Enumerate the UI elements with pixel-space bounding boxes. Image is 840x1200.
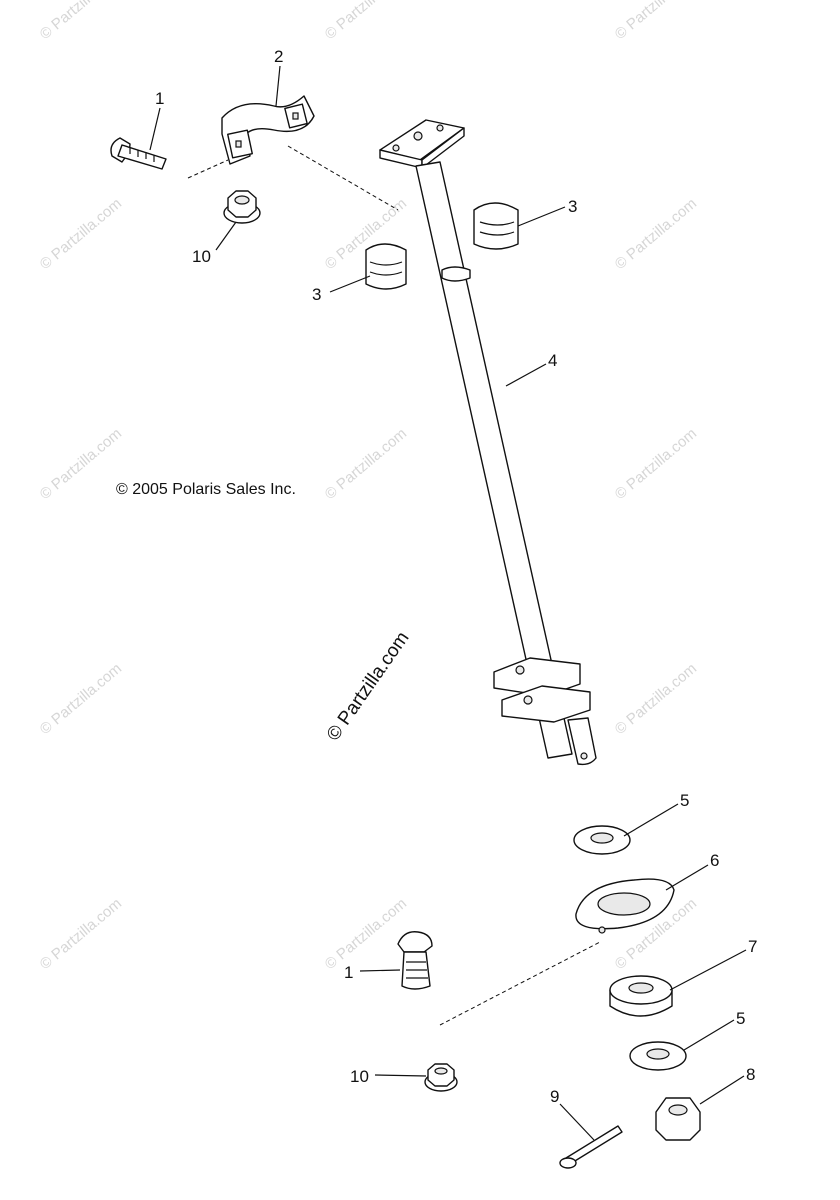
- bushing-right: [473, 202, 519, 250]
- castle-nut: [655, 1097, 701, 1141]
- washer-upper: [573, 825, 631, 855]
- watermark-7: © Partzilla.com: [37, 425, 125, 503]
- carriage-bolt-upper: [110, 137, 167, 170]
- watermark-3: © Partzilla.com: [612, 0, 700, 43]
- callout-1-lower: 1: [344, 963, 353, 982]
- callout-9: 9: [550, 1087, 559, 1106]
- watermark-8: © Partzilla.com: [322, 425, 410, 503]
- assembly-lines: [187, 145, 601, 1026]
- callout-1-upper: 1: [155, 89, 164, 108]
- watermark-13: © Partzilla.com: [322, 895, 410, 973]
- callout-5-upper: 5: [680, 791, 689, 810]
- watermark-9: © Partzilla.com: [612, 425, 700, 503]
- assembly-line-clamp-column: [287, 145, 399, 211]
- callout-5-lower: 5: [736, 1009, 745, 1028]
- watermark-1: © Partzilla.com: [37, 0, 125, 43]
- flange-plate: [575, 878, 675, 934]
- copyright-text: © 2005 Polaris Sales Inc.: [116, 481, 296, 498]
- watermark-11: © Partzilla.com: [612, 660, 700, 738]
- washer-lower: [629, 1041, 687, 1071]
- callout-3-left: 3: [312, 285, 321, 304]
- callout-6: 6: [710, 851, 719, 870]
- watermark-12: © Partzilla.com: [37, 895, 125, 973]
- callout-8: 8: [746, 1065, 755, 1084]
- watermark-2: © Partzilla.com: [322, 0, 410, 43]
- callout-3-right: 3: [568, 197, 577, 216]
- bushing-left: [365, 243, 407, 290]
- flange-nut-lower: [424, 1063, 458, 1092]
- callout-7: 7: [748, 937, 757, 956]
- callouts: 1 2 3 3 4 10 5 6 7 5 8 9 1 10: [155, 47, 757, 1106]
- callout-10-lower: 10: [350, 1067, 369, 1086]
- watermark-4: © Partzilla.com: [37, 195, 125, 273]
- watermark-10: © Partzilla.com: [37, 660, 125, 738]
- callout-2: 2: [274, 47, 283, 66]
- assembly-line-bolt-clamp: [187, 159, 229, 179]
- watermark-6: © Partzilla.com: [612, 195, 700, 273]
- spacer: [609, 975, 673, 1017]
- callout-4: 4: [548, 351, 557, 370]
- cotter-pin: [559, 1125, 623, 1169]
- flange-nut-upper: [223, 190, 261, 224]
- carriage-bolt-lower: [397, 931, 433, 990]
- callout-10-upper: 10: [192, 247, 211, 266]
- assembly-line-lower: [439, 941, 601, 1026]
- center-watermark: © Partzilla.com: [323, 628, 414, 745]
- steering-clamp: [221, 95, 315, 165]
- steering-column: [379, 119, 597, 766]
- leader-lines: [149, 65, 747, 1141]
